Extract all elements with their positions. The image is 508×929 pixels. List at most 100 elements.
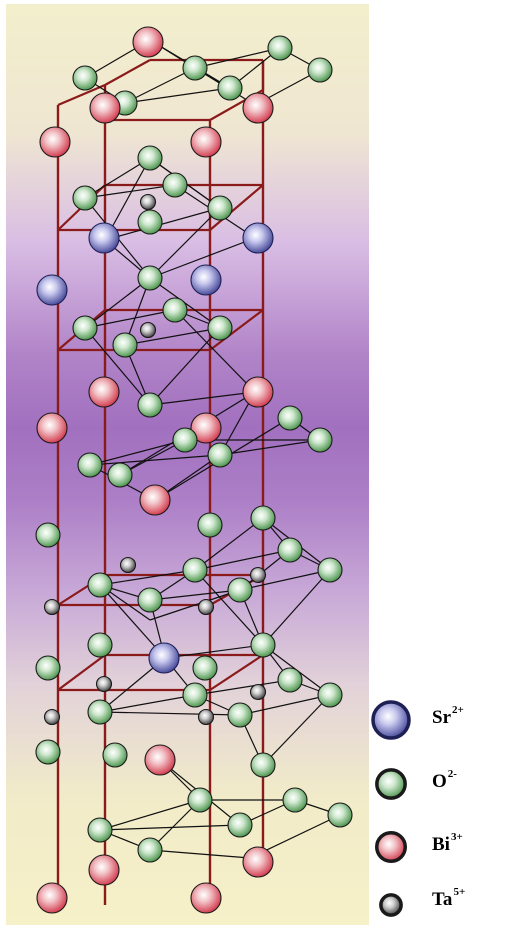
o-atom <box>207 195 233 221</box>
o-atom <box>137 837 163 863</box>
o-atom <box>112 332 138 358</box>
o-atom <box>137 265 163 291</box>
o-atom <box>227 812 253 838</box>
o-atom <box>182 682 208 708</box>
bond-line <box>149 589 241 621</box>
bond-line <box>84 327 151 406</box>
bond-line <box>84 309 176 329</box>
o-atom <box>137 209 163 235</box>
o-atom <box>192 655 218 681</box>
bond-line <box>194 517 264 571</box>
o-atom <box>250 752 276 778</box>
o-atom <box>317 682 343 708</box>
o-atom <box>227 702 253 728</box>
bi-atom <box>242 92 274 124</box>
legend-ta-atom <box>379 893 403 917</box>
bond-line <box>99 824 241 831</box>
o-atom <box>72 315 98 341</box>
o-atom <box>227 577 253 603</box>
unit-cell-edge <box>209 654 264 691</box>
bond-line <box>99 799 201 831</box>
ta-atom <box>197 708 215 726</box>
ta-atom <box>197 598 215 616</box>
bond-line <box>262 694 331 766</box>
o-atom <box>277 667 303 693</box>
bond-line <box>174 309 256 393</box>
o-atom <box>162 172 188 198</box>
o-atom <box>107 462 133 488</box>
o-atom <box>307 427 333 453</box>
bond-line <box>84 277 151 329</box>
ta-atom <box>43 598 61 616</box>
o-atom <box>35 522 61 548</box>
o-atom <box>87 817 113 843</box>
bond-line <box>149 589 241 601</box>
sr-atom <box>242 222 274 254</box>
legend-label-ta: Ta5+ <box>432 886 466 911</box>
atom-layer <box>35 26 353 914</box>
o-atom <box>35 739 61 765</box>
unit-cell-edge <box>57 83 106 107</box>
unit-cell-edge <box>209 309 264 351</box>
legend-charge-sr: 2+ <box>452 704 464 716</box>
o-atom <box>317 557 343 583</box>
bond-line <box>89 454 221 466</box>
crystal-structure-background <box>6 4 369 925</box>
bi-atom <box>242 846 274 878</box>
bi-atom <box>190 126 222 158</box>
o-atom <box>87 699 113 725</box>
o-atom <box>162 297 188 323</box>
sr-atom <box>190 264 222 296</box>
sr-atom <box>148 642 180 674</box>
bond-line <box>239 569 331 591</box>
bond-line <box>124 87 231 104</box>
o-atom <box>277 537 303 563</box>
bond-line <box>239 694 331 716</box>
bi-atom <box>132 26 164 58</box>
o-atom <box>207 442 233 468</box>
o-atom <box>250 505 276 531</box>
o-atom <box>102 742 128 768</box>
bi-atom <box>190 882 222 914</box>
o-atom <box>87 572 113 598</box>
ta-atom <box>139 321 157 339</box>
bond-line <box>194 679 291 696</box>
bond-line <box>99 694 196 713</box>
bond-line <box>219 439 321 456</box>
ta-atom <box>95 675 113 693</box>
o-atom <box>307 57 333 83</box>
o-atom <box>187 787 213 813</box>
bond-line <box>262 569 331 646</box>
o-atom <box>35 655 61 681</box>
legend-label-bi: Bi3+ <box>432 831 463 856</box>
ta-atom <box>43 708 61 726</box>
legend-ion-o: O <box>432 771 447 792</box>
bi-atom <box>88 854 120 886</box>
bond-line <box>164 644 264 659</box>
unit-cell-edge <box>209 184 264 231</box>
o-atom <box>197 512 223 538</box>
ta-atom <box>249 683 267 701</box>
bond-line <box>149 237 256 279</box>
legend-sr-atom <box>371 700 411 740</box>
legend-ion-sr: Sr <box>432 707 451 728</box>
bond-line <box>99 569 196 586</box>
bond-line <box>99 584 166 659</box>
legend-swatches <box>371 700 411 917</box>
legend-charge-o: 2- <box>447 768 457 780</box>
bi-atom <box>36 412 68 444</box>
bond-line <box>149 849 251 859</box>
o-atom <box>72 65 98 91</box>
bond-line <box>149 391 256 406</box>
o-atom <box>217 75 243 101</box>
ta-atom <box>249 566 267 584</box>
bond-line <box>104 207 221 241</box>
legend-bi-atom <box>375 831 407 863</box>
bond-line <box>124 327 221 346</box>
legend-label-sr: Sr2+ <box>432 704 464 729</box>
legend-o-atom <box>375 768 407 800</box>
sr-atom <box>36 274 68 306</box>
bond-line <box>84 157 151 199</box>
unit-cell-edge <box>104 59 151 86</box>
legend-charge-ta: 5+ <box>453 886 466 898</box>
